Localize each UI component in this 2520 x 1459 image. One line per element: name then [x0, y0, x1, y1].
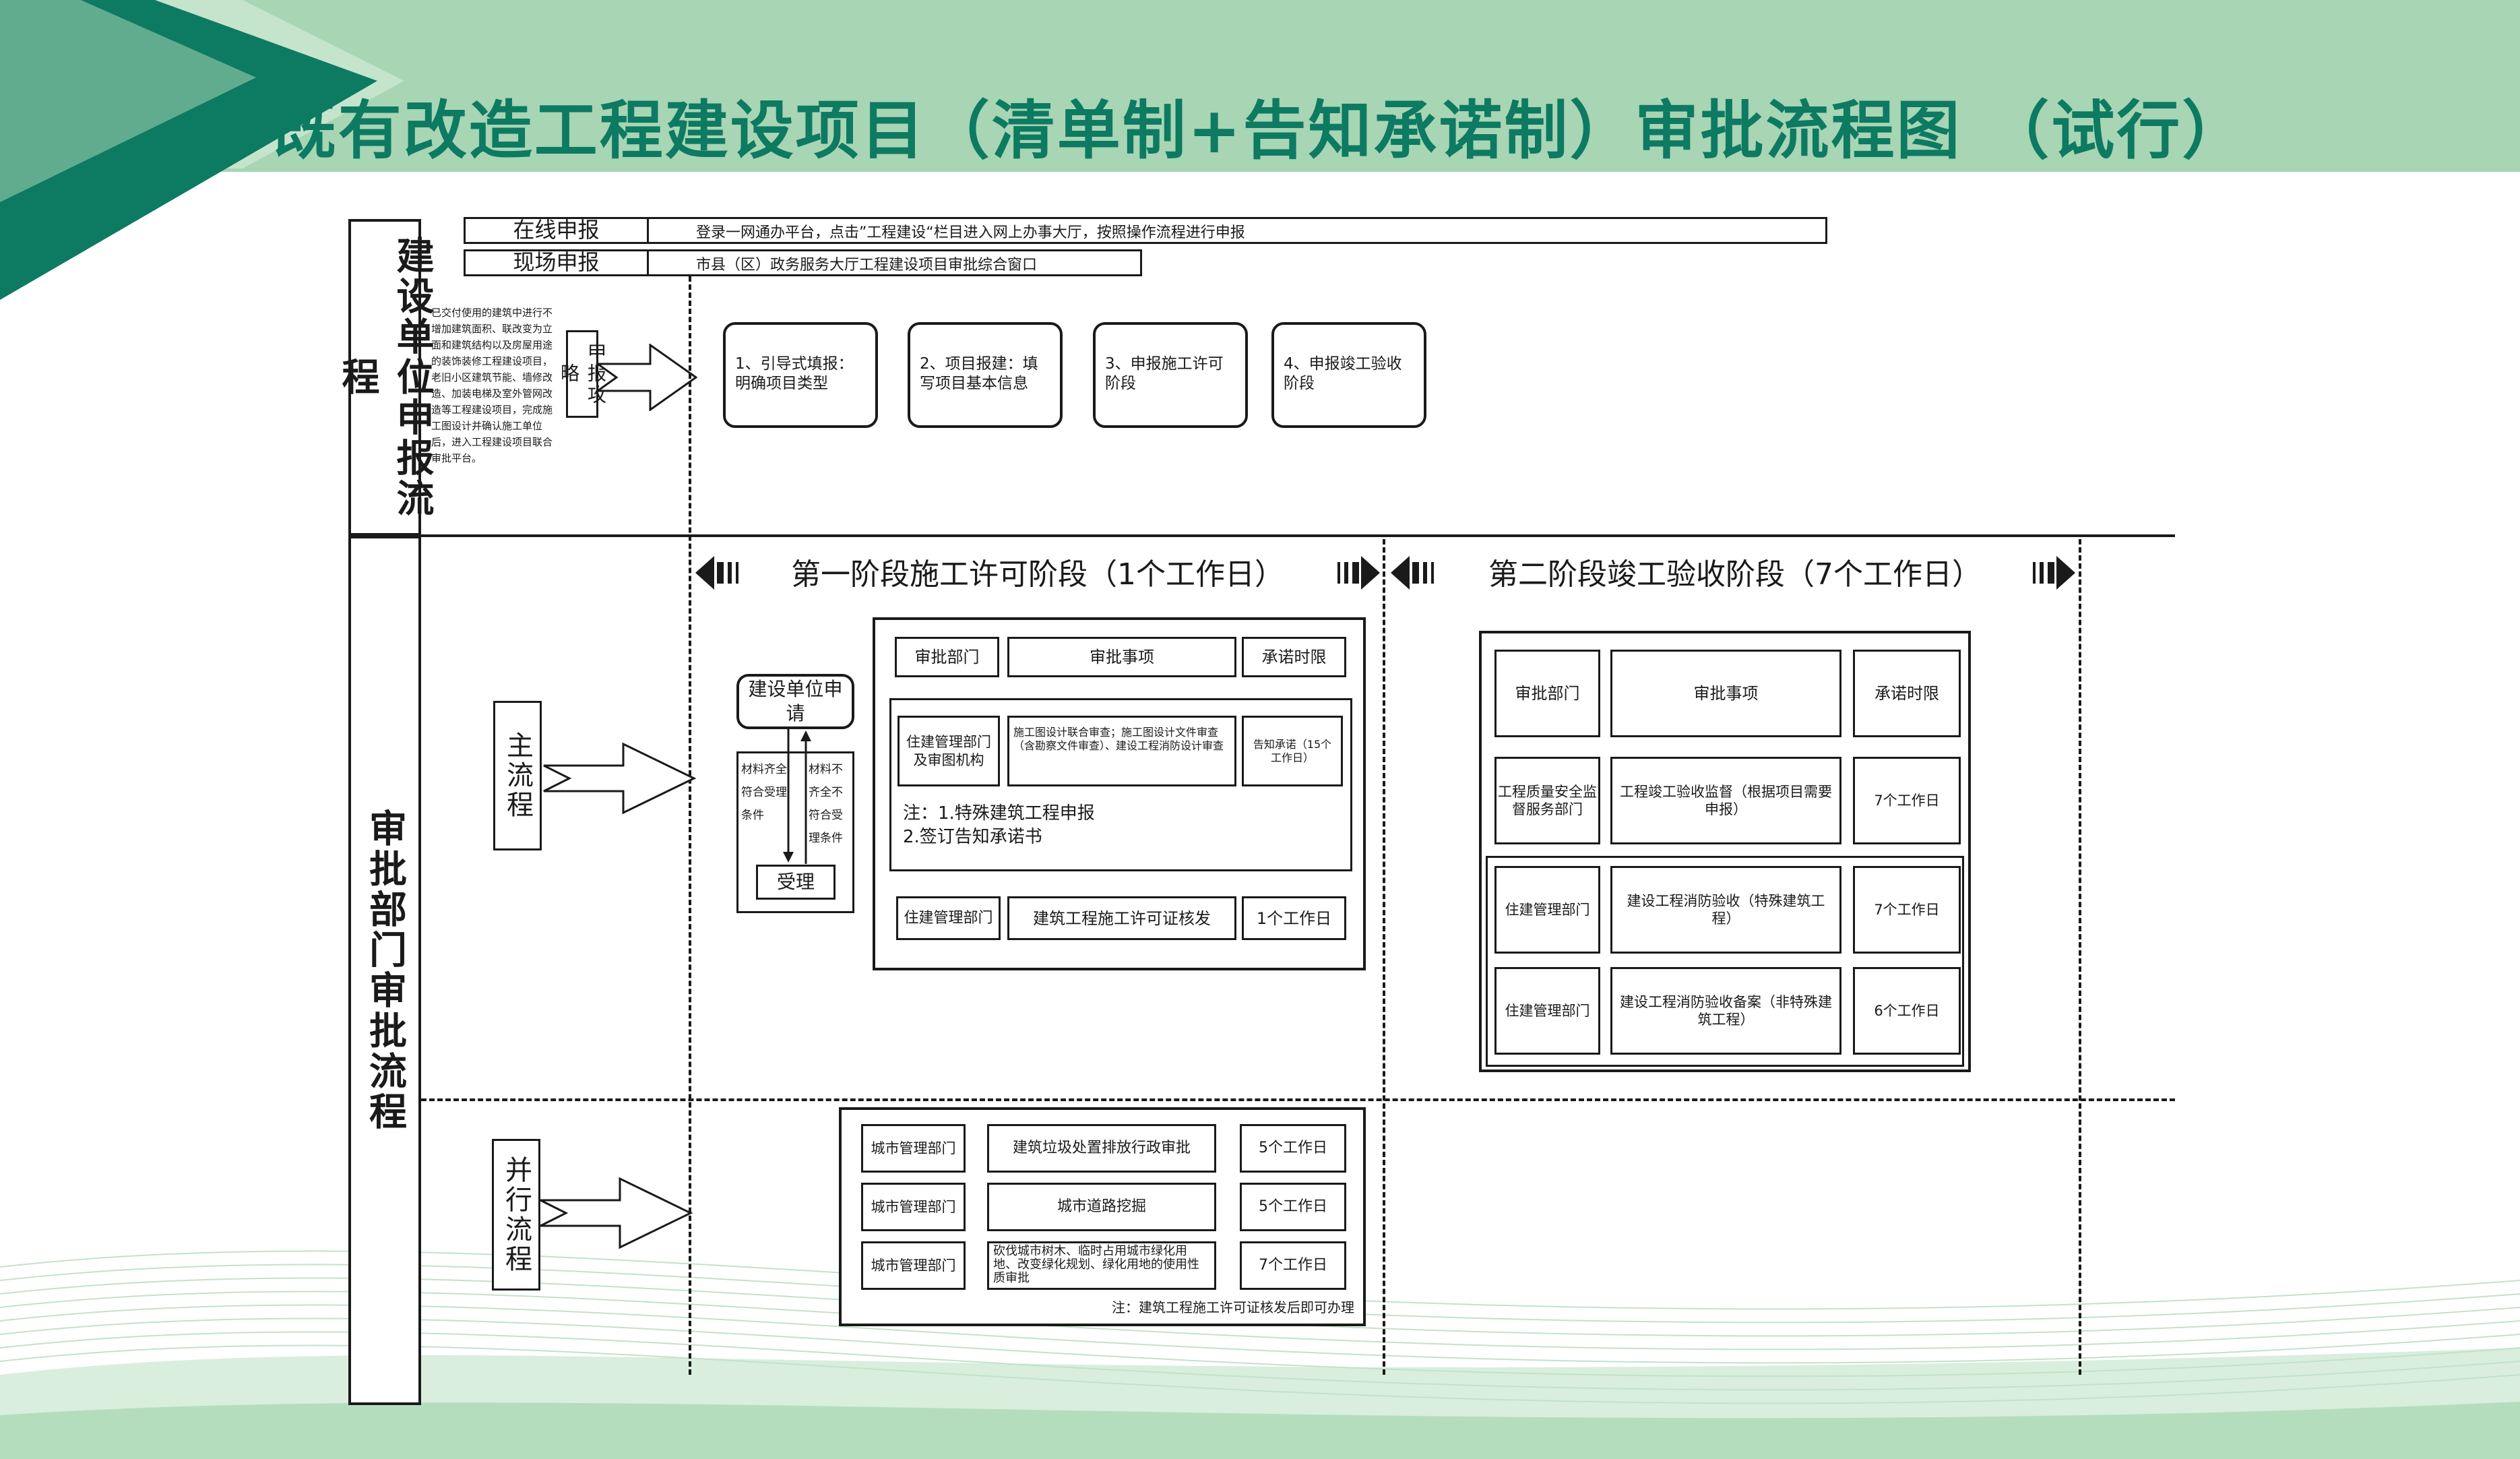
p1-row1-time: 告知承诺（15个工作日）: [1242, 716, 1343, 786]
parallel-flow-label: 并行流程: [492, 1139, 540, 1291]
p1-row2-items: 建筑工程施工许可证核发: [1007, 896, 1236, 940]
p2-row1-items: 工程竣工验收监督（根据项目需要申报）: [1610, 757, 1841, 844]
p1-row2-dept: 住建管理部门: [896, 896, 1001, 940]
section-divider: [421, 534, 2175, 537]
step-3[interactable]: 3、申报施工许可阶段: [1093, 322, 1248, 428]
parallel-divider: [421, 1098, 2175, 1101]
guide-arrow-icon: [596, 344, 697, 411]
parallel-flow-text: 并行流程: [501, 1155, 532, 1274]
guide-label: 申报攻略: [558, 330, 607, 418]
parallel-note: 注：建筑工程施工许可证核发后即可办理: [1112, 1299, 1354, 1315]
phase1-label: 第一阶段施工许可阶段（1个工作日）: [791, 557, 1284, 592]
onsite-label: 现场申报: [464, 249, 649, 276]
par-row2-items: 城市道路挖掘: [987, 1183, 1216, 1231]
main-flow-label: 主流程: [493, 701, 542, 850]
par-row3-items: 砍伐城市树木、临时占用城市绿化用地、改变绿化规划、绿化用地的使用性质审批: [987, 1241, 1216, 1290]
p2-row2-time: 7个工作日: [1853, 866, 1961, 954]
applicant-accept[interactable]: 受理: [756, 865, 836, 900]
par-row1-items: 建筑垃圾处置排放行政审批: [987, 1124, 1216, 1173]
p1-header-items: 审批事项: [1007, 637, 1236, 677]
par-row1-dept: 城市管理部门: [861, 1124, 966, 1173]
p2-row3-dept: 住建管理部门: [1494, 967, 1600, 1055]
p1-row1-items: 施工图设计联合审查；施工图设计文件审查（含勘察文件审查）、建设工程消防设计审查: [1007, 716, 1236, 786]
applicant-apply[interactable]: 建设单位申请: [736, 674, 854, 729]
p2-row3-items: 建设工程消防验收备案（非特殊建筑工程）: [1610, 967, 1841, 1055]
online-label: 在线申报: [464, 217, 649, 244]
par-row1-time: 5个工作日: [1240, 1124, 1346, 1173]
left-label-bottom: 审批部门审批流程: [348, 536, 421, 1405]
left-label-top: 建设单位申报流程: [336, 219, 434, 536]
main-flow-text: 主流程: [502, 731, 533, 820]
p2-row2-items: 建设工程消防验收（特殊建筑工程）: [1610, 866, 1841, 954]
p2-header-time: 承诺时限: [1853, 650, 1961, 737]
page-title: 既有改造工程建设项目（清单制+告知承诺制）审批流程图 （试行）: [272, 94, 2248, 168]
p1-header-dept: 审批部门: [895, 637, 999, 677]
p2-row3-time: 6个工作日: [1853, 967, 1961, 1055]
p1-row1-dept: 住建管理部门及审图机构: [897, 716, 1000, 786]
main-flow-arrow-icon: [543, 742, 697, 815]
left-label-top-text: 建设单位申报流程: [336, 236, 434, 519]
intro-note: 已交付使用的建筑中进行不增加建筑面积、联改变为立面和建筑结构以及房屋用途的装饰装…: [431, 307, 553, 464]
par-row3-time: 7个工作日: [1240, 1241, 1346, 1290]
left-label-bottom-text: 审批部门审批流程: [363, 809, 407, 1132]
applicant-arrows-icon: [783, 729, 811, 864]
p2-row2-dept: 住建管理部门: [1494, 866, 1600, 954]
p2-header-items: 审批事项: [1610, 650, 1841, 737]
phase1-arrows-icon: [695, 556, 1380, 590]
p1-header-time: 承诺时限: [1242, 637, 1346, 677]
p1-row2-time: 1个工作日: [1242, 896, 1346, 940]
par-row2-time: 5个工作日: [1240, 1183, 1346, 1231]
applicant-complete: 材料齐全符合受理条件: [741, 763, 787, 822]
guide-label-text: 申报攻略: [558, 342, 607, 406]
dash-right: [2079, 539, 2081, 1375]
dash-mid: [1383, 539, 1385, 1375]
dash-left: [689, 276, 691, 1375]
parallel-flow-arrow-icon: [540, 1177, 693, 1249]
onsite-text: 市县（区）政务服务大厅工程建设项目审批综合窗口: [647, 249, 1142, 276]
p2-row1-dept: 工程质量安全监督服务部门: [1494, 757, 1600, 844]
step-4[interactable]: 4、申报竣工验收阶段: [1271, 322, 1426, 428]
applicant-incomplete: 材料不齐全不符合受理条件: [809, 763, 843, 845]
par-row2-dept: 城市管理部门: [861, 1183, 966, 1231]
par-row3-dept: 城市管理部门: [861, 1241, 966, 1290]
p1-note: 注：1.特殊建筑工程申报 2.签订告知承诺书: [903, 803, 1095, 848]
step-2[interactable]: 2、项目报建：填写项目基本信息: [908, 322, 1063, 428]
p2-header-dept: 审批部门: [1494, 650, 1600, 737]
phase2-arrows-icon: [1391, 556, 2075, 590]
step-1[interactable]: 1、引导式填报：明确项目类型: [723, 322, 878, 428]
online-text: 登录一网通办平台，点击”工程建设“栏目进入网上办事大厅，按照操作流程进行申报: [647, 217, 1827, 244]
p2-row1-time: 7个工作日: [1853, 757, 1961, 844]
phase2-label: 第二阶段竣工验收阶段（7个工作日）: [1488, 557, 1982, 592]
